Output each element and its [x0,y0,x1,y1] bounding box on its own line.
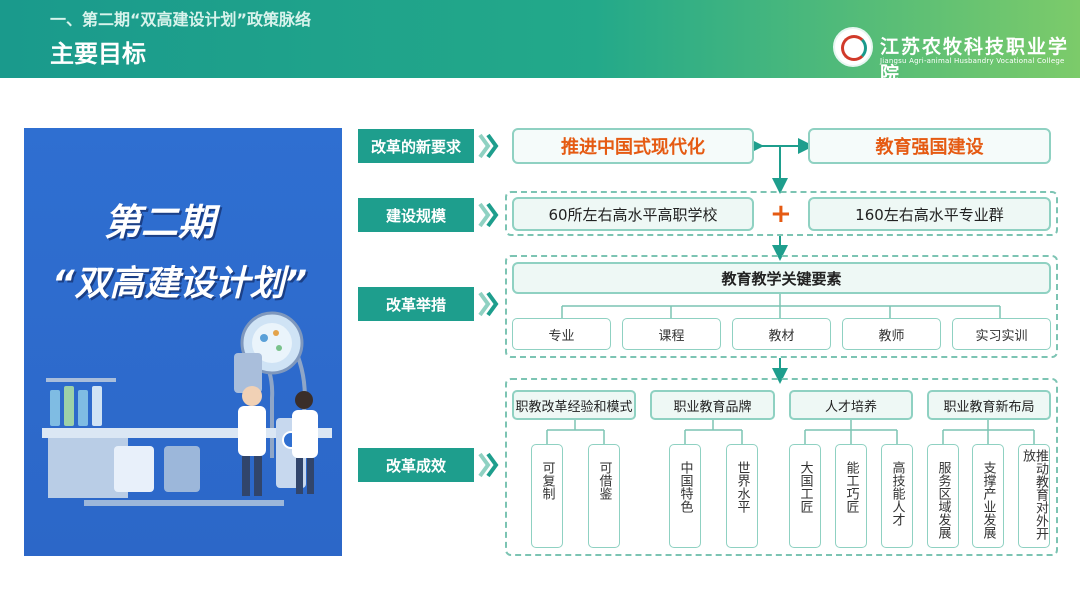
college-name-en: Jiangsu Agri-animal Husbandry Vocational… [880,57,1065,65]
chevron-right-icon [478,202,499,228]
measures-group [505,255,1058,358]
result-category: 职业教育新布局 [927,390,1051,420]
lab-illustration [42,311,332,506]
result-item: 大国工匠 [789,444,821,548]
measure-item: 实习实训 [952,318,1051,350]
result-item: 能工巧匠 [835,444,867,548]
result-item: 服务区域发展 [927,444,959,548]
chevron-right-icon [478,133,499,159]
row-label-results: 改革成效 [358,448,474,482]
requirement-education-power: 教育强国建设 [808,128,1051,164]
result-category: 人才培养 [789,390,913,420]
result-category: 职教改革经验和模式 [512,390,636,420]
chevron-right-icon [478,291,499,317]
measure-item: 教师 [842,318,941,350]
scale-schools: 60所左右高水平高职学校 [512,197,754,231]
poster-line1: 第二期 [104,201,215,244]
poster-panel: 第二期 “双高建设计划” [24,128,342,556]
result-item: 中国特色 [669,444,701,548]
measures-key-elements: 教育教学关键要素 [512,262,1051,294]
measure-item: 课程 [622,318,721,350]
scale-major-groups: 160左右高水平专业群 [808,197,1051,231]
result-item: 可复制 [531,444,563,548]
measure-item: 专业 [512,318,611,350]
college-name-cn: 江苏农牧科技职业学院 [880,36,1070,85]
result-item: 世界水平 [726,444,758,548]
result-category: 职业教育品牌 [650,390,775,420]
row-label-scale: 建设规模 [358,198,474,232]
plus-icon: + [770,199,792,229]
row-label-measures: 改革举措 [358,287,474,321]
header-bar: 一、第二期“双高建设计划”政策脉络 主要目标 江苏农牧科技职业学院 Jiangs… [0,0,1080,85]
measure-item: 教材 [732,318,831,350]
result-item: 推动教育对外开放 [1018,444,1050,548]
result-item: 可借鉴 [588,444,620,548]
result-item: 高技能人才 [881,444,913,548]
section-subtitle: 一、第二期“双高建设计划”政策脉络 [50,10,312,29]
results-group [505,378,1058,556]
college-logo-icon [833,27,873,67]
row-label-requirements: 改革的新要求 [358,129,474,163]
poster-line2: “双高建设计划” [52,264,308,304]
result-item: 支撑产业发展 [972,444,1004,548]
requirement-modernization: 推进中国式现代化 [512,128,754,164]
page-title: 主要目标 [50,40,146,68]
scale-group [505,191,1058,236]
chevron-right-icon [478,452,499,478]
